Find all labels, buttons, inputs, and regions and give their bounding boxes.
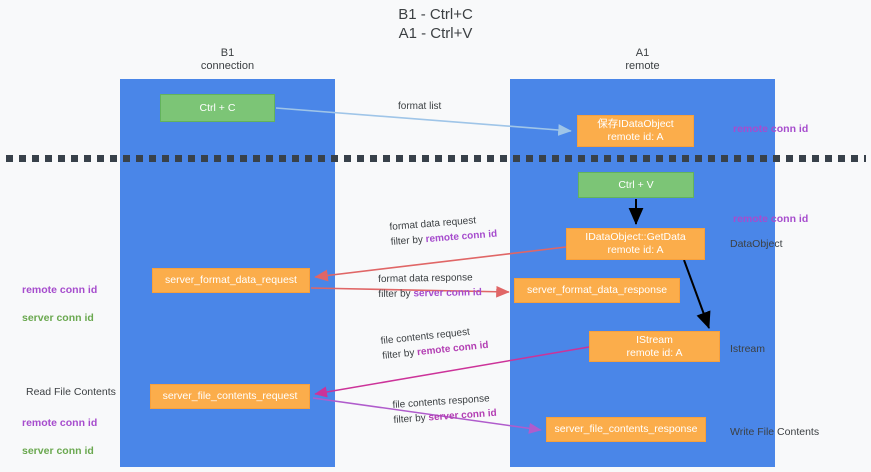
node-server-file-contents-response[interactable]: server_file_contents_response (546, 417, 706, 442)
annotation-istream: Istream (730, 343, 766, 355)
annotation-remote-conn-id-mid: remote conn id (733, 213, 809, 225)
highlight-remote-conn-id: remote conn id (425, 228, 498, 246)
node-save-idataobject[interactable]: 保存IDataObject remote id: A (577, 115, 694, 147)
annotation-write-file-contents: Write File Contents (730, 426, 820, 438)
edge-label-file-contents-request: file contents request filter by remote c… (380, 323, 489, 364)
annotation-left-remote-conn-id-2: remote conn id (22, 417, 98, 429)
node-idataobject-getdata[interactable]: IDataObject::GetData remote id: A (566, 228, 705, 260)
annotation-remote-conn-id-top: remote conn id (733, 123, 809, 135)
annotation-read-file-contents: Read File Contents (26, 386, 116, 398)
edge-label-format-list: format list (398, 99, 441, 114)
highlight-server-conn-id: server conn id (413, 287, 482, 300)
annotation-left-server-conn-id-2: server conn id (22, 445, 94, 457)
edge-label-format-list-text: format list (398, 101, 442, 112)
edge-label-file-contents-response: file contents response filter by server … (392, 391, 497, 428)
highlight-server-conn-id-2: server conn id (428, 407, 498, 424)
lane-heading-b1: B1 connection (200, 47, 255, 72)
dashed-divider (6, 155, 866, 162)
node-server-file-contents-request[interactable]: server_file_contents_request (150, 384, 310, 409)
annotation-conn-ids-left-top: remote conn id server conn id (22, 269, 97, 339)
annotation-left-server-conn-id: server conn id (22, 312, 94, 324)
node-server-format-data-request[interactable]: server_format_data_request (152, 268, 310, 293)
annotation-conn-ids-left-bottom: remote conn id server conn id (22, 402, 97, 472)
node-server-format-data-response[interactable]: server_format_data_response (514, 278, 680, 303)
annotation-left-remote-conn-id: remote conn id (22, 284, 98, 296)
edge-label-format-data-response-filter: filter by server conn id (378, 287, 482, 300)
node-istream[interactable]: IStream remote id: A (589, 331, 720, 362)
annotation-dataobject: DataObject (730, 238, 783, 250)
node-ctrl-c[interactable]: Ctrl + C (160, 94, 275, 122)
page-title: B1 - Ctrl+C A1 - Ctrl+V (398, 6, 473, 42)
lane-heading-a1: A1 remote (625, 47, 660, 72)
node-ctrl-v[interactable]: Ctrl + V (578, 172, 694, 198)
edge-label-format-data-request: format data request filter by remote con… (389, 212, 498, 250)
edge-label-format-data-response: format data response filter by server co… (378, 270, 482, 302)
